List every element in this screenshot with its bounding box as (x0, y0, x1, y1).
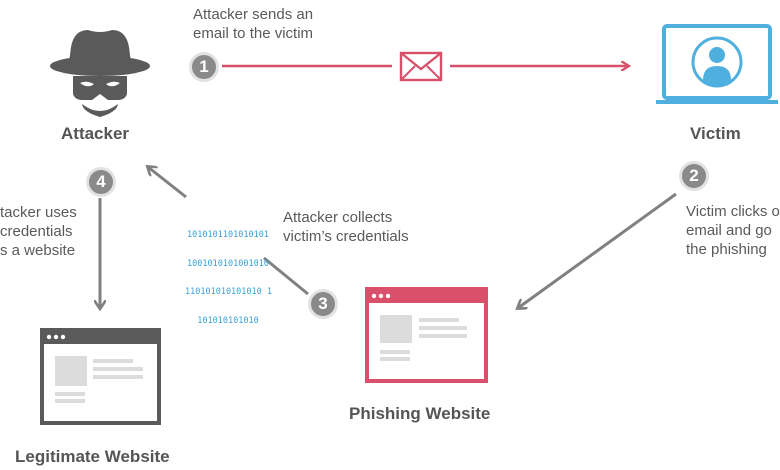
step-3-line: Attacker collects (283, 209, 393, 226)
step-2-line: email and go (686, 222, 772, 239)
step-2-line: the phishing (686, 241, 767, 258)
step-4-line: s a website (0, 242, 76, 259)
browser-window-icon (40, 328, 161, 425)
arrow-step-2 (518, 192, 677, 308)
step-3-badge: 3 (308, 289, 338, 319)
browser-window-icon (365, 287, 488, 383)
binary-line: 1001010101001010 (187, 258, 269, 269)
step-2-text: Victim clicks o email and go the phishin… (686, 202, 780, 259)
step-4-text: tacker uses credentials s a website (0, 203, 77, 260)
binary-line: 101010101010 (197, 315, 259, 326)
step-2-line: Victim clicks o (686, 203, 780, 220)
step-4-line: credentials (0, 223, 73, 240)
step-1-line: email to the victim (193, 25, 314, 42)
envelope-icon (399, 51, 443, 82)
laptop-user-icon (656, 24, 778, 104)
step-4-badge: 4 (86, 167, 116, 197)
step-3-text: Attacker collects victim’s credentials (283, 208, 409, 246)
step-1-badge: 1 (189, 52, 219, 82)
victim-label: Victim (690, 124, 741, 143)
binary-line: 110101010101010 1 (185, 287, 272, 297)
phishing-website-label: Phishing Website (349, 404, 491, 423)
spy-hat-icon (50, 30, 150, 117)
step-1-text: Attacker sends an email to the victim (193, 5, 313, 43)
arrow-step-3-upper (148, 167, 187, 199)
legitimate-website-label: Legitimate Website (15, 447, 170, 466)
step-3-line: victim’s credentials (283, 228, 409, 245)
step-2-badge: 2 (679, 161, 709, 191)
attacker-label: Attacker (61, 124, 130, 143)
step-1-line: Attacker sends an (193, 6, 314, 23)
binary-line: 1010101101010101 (187, 230, 269, 240)
arrow-step-3-lower (263, 256, 309, 296)
binary-credentials: 1010101101010101 1001010101001010 110101… (185, 212, 272, 336)
step-4-line: tacker uses (0, 204, 77, 221)
